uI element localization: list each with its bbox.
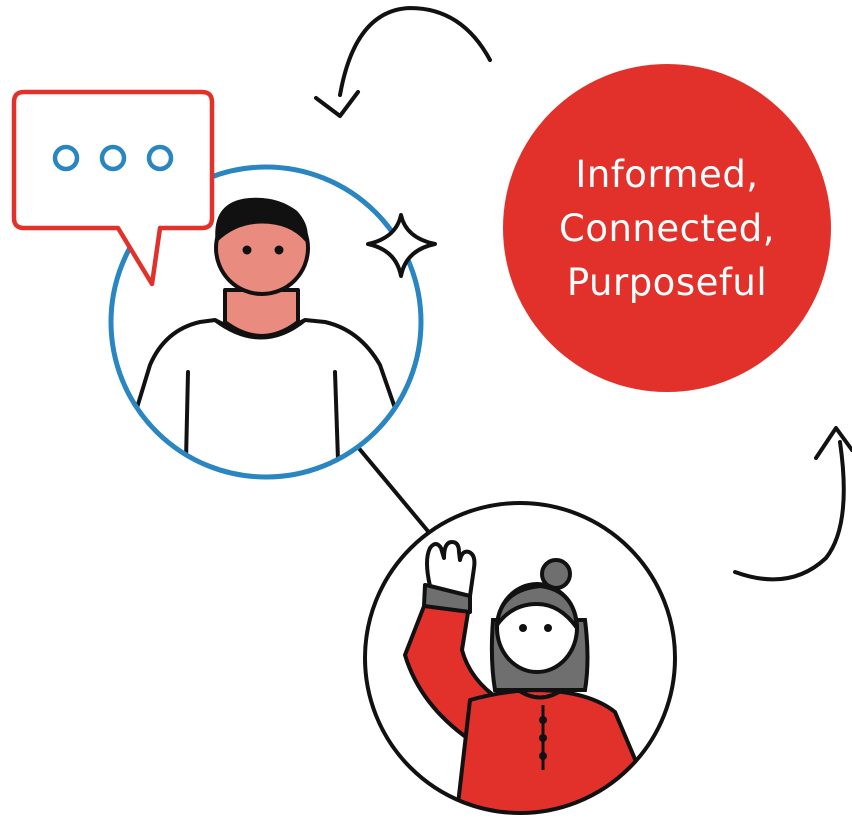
person-man-ring bbox=[108, 164, 424, 480]
curved-arrow-icon bbox=[733, 426, 852, 582]
sparkle-icon bbox=[366, 213, 437, 278]
speech-bubble-icon bbox=[11, 89, 215, 287]
connector-line bbox=[350, 438, 434, 538]
badge-circle bbox=[503, 64, 831, 392]
badge-line-1: Informed, bbox=[575, 153, 758, 196]
person-woman-ring bbox=[363, 501, 677, 815]
person-woman bbox=[363, 501, 677, 815]
badge-line-3: Purposeful bbox=[567, 261, 767, 304]
badge-line-2: Connected, bbox=[559, 207, 775, 250]
person-man bbox=[108, 164, 424, 480]
curved-arrow-icon bbox=[314, 5, 492, 118]
